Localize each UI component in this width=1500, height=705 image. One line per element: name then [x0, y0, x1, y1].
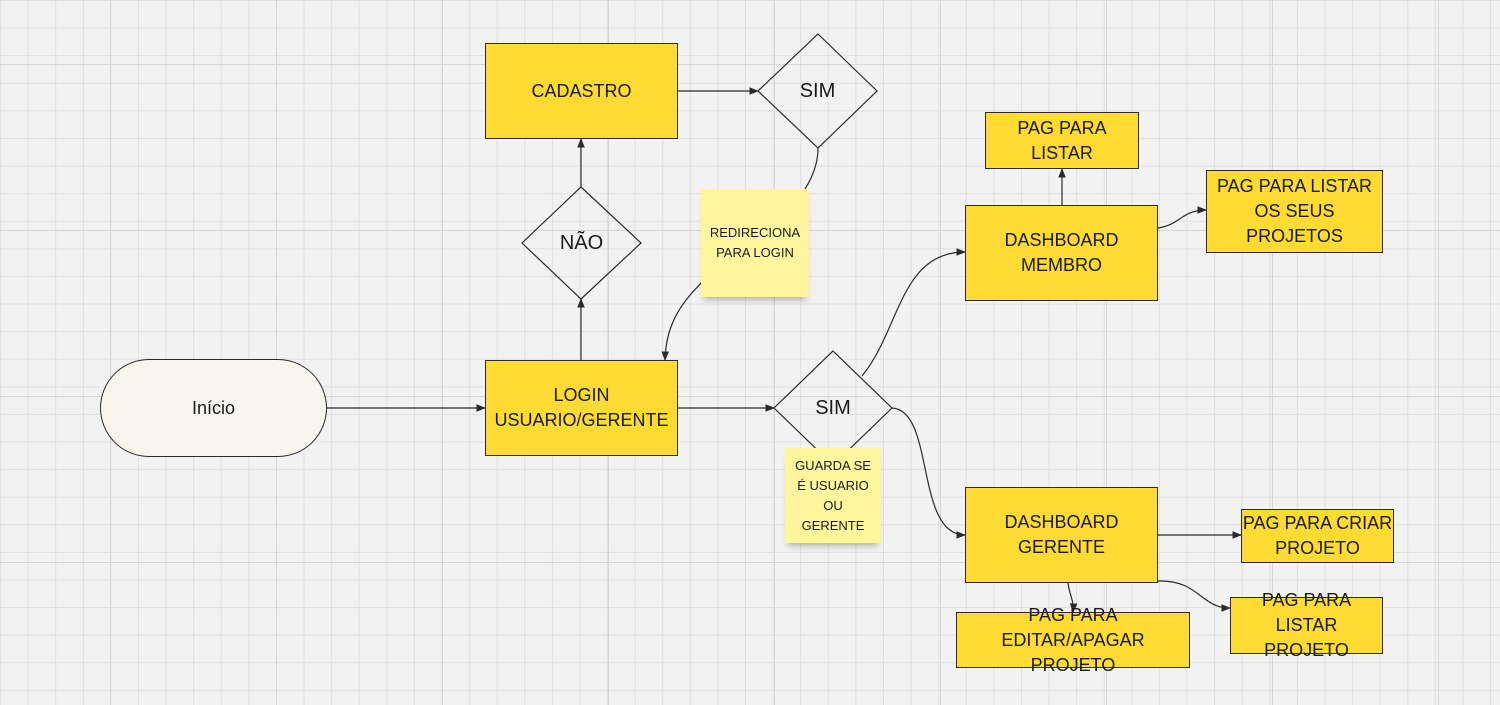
- decision-sim-top-label: SIM: [799, 79, 836, 102]
- decision-nao-label: NÃO: [559, 231, 604, 254]
- box-login[interactable]: LOGIN USUARIO/GERENTE: [485, 360, 678, 456]
- edge-simmid-membro: [861, 248, 966, 377]
- box-pag-listar-label: PAG PARA LISTAR: [1017, 117, 1107, 163]
- box-dashboard-gerente[interactable]: DASHBOARD GERENTE: [965, 487, 1158, 583]
- edge-membro-listarseus: [1157, 206, 1207, 229]
- edge-gerente-editar: [1067, 582, 1078, 613]
- decision-nao[interactable]: NÃO: [522, 187, 641, 299]
- box-dashboard-gerente-label: DASHBOARD GERENTE: [1004, 512, 1119, 557]
- box-pag-criar-projeto[interactable]: PAG PARA CRIAR PROJETO: [1241, 509, 1394, 563]
- start-label: Início: [191, 397, 236, 418]
- decision-sim-top-shape: [757, 33, 878, 149]
- box-cadastro[interactable]: CADASTRO: [485, 43, 678, 139]
- box-pag-listar[interactable]: PAG PARA LISTAR: [985, 112, 1139, 169]
- box-login-label: LOGIN USUARIO/GERENTE: [494, 385, 669, 430]
- decision-nao-shape: [521, 186, 642, 300]
- decision-sim-mid-label: SIM: [815, 396, 851, 419]
- sticky-note-redireciona-text: REDIRECIONA PARA LOGIN: [709, 225, 801, 260]
- sticky-note-guarda[interactable]: GUARDA SE É USUARIO OU GERENTE: [785, 448, 881, 543]
- box-pag-listar-projeto[interactable]: PAG PARA LISTAR PROJETO: [1230, 590, 1383, 660]
- box-cadastro-label: CADASTRO: [531, 80, 632, 101]
- edge-simmid-gerente: [891, 407, 966, 539]
- box-dashboard-membro-label: DASHBOARD MEMBRO: [1004, 230, 1119, 275]
- sticky-note-redireciona[interactable]: REDIRECIONA PARA LOGIN: [701, 189, 809, 297]
- box-pag-listar-seus-projetos[interactable]: PAG PARA LISTAR OS SEUS PROJETOS: [1206, 170, 1383, 253]
- sticky-note-guarda-text: GUARDA SE É USUARIO OU GERENTE: [795, 457, 871, 533]
- box-pag-criar-projeto-label: PAG PARA CRIAR PROJETO: [1242, 513, 1393, 558]
- box-pag-listar-projeto-label: PAG PARA LISTAR PROJETO: [1261, 590, 1352, 660]
- box-pag-listar-seus-projetos-label: PAG PARA LISTAR OS SEUS PROJETOS: [1216, 176, 1373, 246]
- edge-sim-note: [804, 147, 819, 190]
- box-pag-editar-apagar-label: PAG PARA EDITAR/APAGAR PROJETO: [1001, 604, 1145, 675]
- decision-sim-top[interactable]: SIM: [758, 34, 877, 148]
- box-dashboard-membro[interactable]: DASHBOARD MEMBRO: [965, 205, 1158, 301]
- edge-gerente-listarprojeto: [1157, 580, 1231, 612]
- edge-note-login: [661, 280, 704, 361]
- decision-sim-mid[interactable]: SIM: [774, 351, 892, 465]
- box-pag-editar-apagar[interactable]: PAG PARA EDITAR/APAGAR PROJETO: [956, 605, 1190, 675]
- start-node[interactable]: Início: [100, 359, 327, 457]
